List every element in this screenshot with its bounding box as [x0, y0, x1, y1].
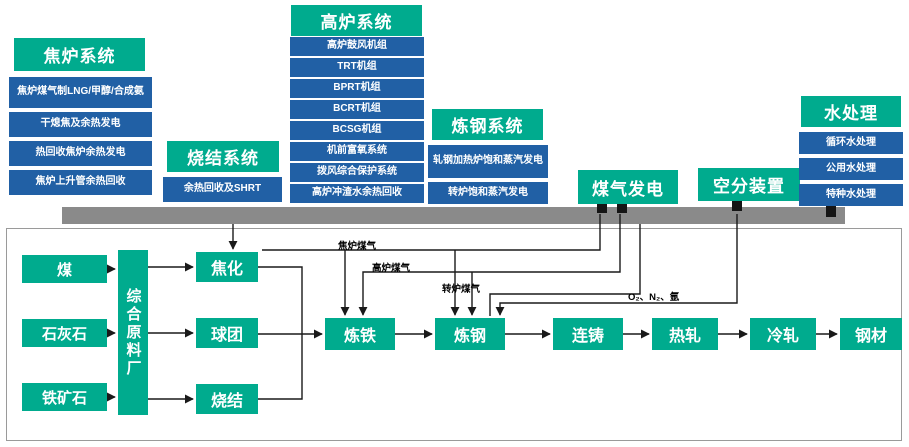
water-treatment-item: 公用水处理: [799, 158, 903, 180]
ironmaking-box: 炼铁: [325, 318, 395, 350]
air-separation-connector-stub: [732, 200, 742, 211]
cold-rolling-box: 冷轧: [750, 318, 816, 350]
sintering-system-header: 烧结系统: [167, 141, 279, 172]
sintering-item: 余热回收及SHRT: [163, 177, 282, 202]
steel-product-box: 钢材: [840, 318, 902, 350]
raw-material-plant-box: 综合原料厂: [118, 250, 148, 415]
coke-oven-item: 焦炉上升管余热回收: [9, 170, 152, 195]
blast-furnace-item: 高炉鼓风机组: [290, 37, 424, 56]
gas-power-connector-stub: [617, 202, 627, 213]
blast-furnace-item: BCSG机组: [290, 121, 424, 140]
water-treatment-item: 循环水处理: [799, 132, 903, 154]
input-iron-ore-box: 铁矿石: [22, 383, 107, 411]
coke-oven-gas-label: 焦炉煤气: [338, 241, 377, 252]
blast-furnace-item: BCRT机组: [290, 100, 424, 119]
air-separation-box: 空分装置: [698, 168, 800, 201]
gas-power-connector-stub: [597, 202, 607, 213]
steelmaking-system-header: 炼钢系统: [432, 109, 543, 140]
water-treatment-header: 水处理: [801, 96, 901, 127]
coke-oven-item: 焦炉煤气制LNG/甲醇/合成氨: [9, 77, 152, 108]
converter-gas-label: 转炉煤气: [442, 284, 481, 295]
blast-furnace-item: 高炉冲渣水余热回收: [290, 184, 424, 203]
sintering-box: 烧结: [196, 384, 258, 414]
water-treatment-connector-stub: [826, 205, 836, 217]
coking-box: 焦化: [196, 252, 258, 282]
blast-furnace-item: 机前富氧系统: [290, 142, 424, 161]
blast-furnace-item: TRT机组: [290, 58, 424, 77]
blast-furnace-system-header: 高炉系统: [291, 5, 422, 36]
coke-oven-item: 干熄焦及余热发电: [9, 112, 152, 137]
water-treatment-item: 特种水处理: [799, 184, 903, 206]
hot-rolling-box: 热轧: [652, 318, 718, 350]
blast-furnace-item: BPRT机组: [290, 79, 424, 98]
steelmaking-item: 转炉饱和蒸汽发电: [428, 182, 548, 204]
gas-power-box: 煤气发电: [578, 170, 678, 204]
air-products-label: O₂、N₂、氩: [628, 292, 680, 303]
blast-furnace-item: 拨风综合保护系统: [290, 163, 424, 182]
pelletizing-box: 球团: [196, 318, 258, 348]
steelmaking-item: 轧钢加热炉饱和蒸汽发电: [428, 145, 548, 178]
blast-furnace-gas-label: 高炉煤气: [372, 263, 411, 274]
systems-bus-bar: [62, 207, 845, 224]
input-limestone-box: 石灰石: [22, 319, 107, 347]
coke-oven-item: 热回收焦炉余热发电: [9, 141, 152, 166]
continuous-casting-box: 连铸: [553, 318, 623, 350]
steelmaking-box: 炼钢: [435, 318, 505, 350]
coke-oven-system-header: 焦炉系统: [14, 38, 145, 71]
input-coal-box: 煤: [22, 255, 107, 283]
